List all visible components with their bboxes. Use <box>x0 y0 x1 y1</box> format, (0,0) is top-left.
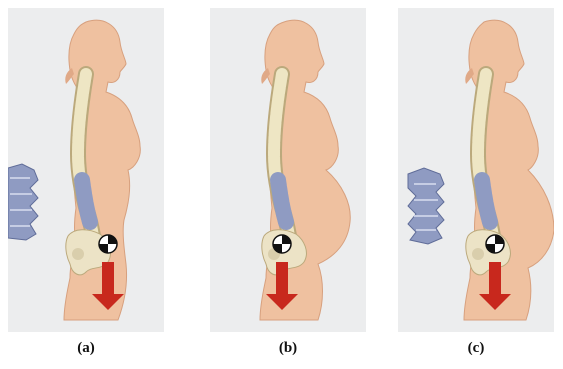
caption-c: (c) <box>398 340 554 357</box>
body-silhouette-a <box>8 8 164 332</box>
caption-a: (a) <box>8 340 164 357</box>
center-of-gravity-marker-icon <box>99 235 117 253</box>
panel-a <box>8 8 164 332</box>
center-of-gravity-marker-icon <box>486 235 504 253</box>
body-silhouette-b <box>210 8 366 332</box>
caption-b: (b) <box>210 340 366 357</box>
center-of-gravity-marker-icon <box>273 235 291 253</box>
lumbar-vertebrae-inset <box>8 164 38 240</box>
body-silhouette-c <box>398 8 554 332</box>
panel-b <box>210 8 366 332</box>
panel-c <box>398 8 554 332</box>
lumbar-vertebrae-inset <box>408 168 444 244</box>
